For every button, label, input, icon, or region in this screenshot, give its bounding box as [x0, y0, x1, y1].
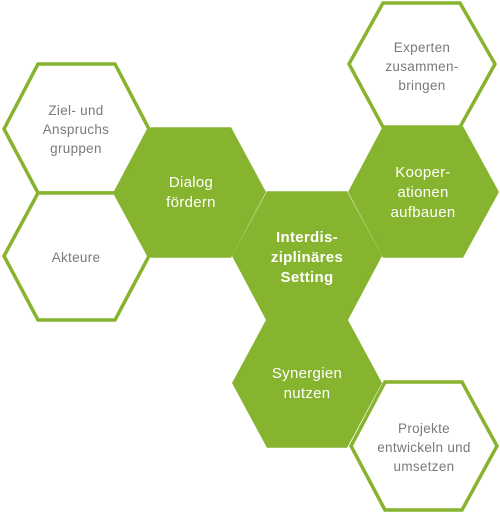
hex-kooperationen-label: Kooper- ationen aufbauen — [390, 164, 456, 221]
hex-synergien-label: Synergien nutzen — [271, 365, 343, 402]
hex-synergien-shape — [232, 318, 382, 448]
hex-akteure-shape — [2, 191, 151, 322]
hex-projekte-shape — [349, 380, 499, 512]
hex-akteure-label: Akteure — [51, 249, 101, 265]
hex-interdis-label: Interdis- ziplinäres Setting — [270, 229, 344, 286]
hex-experten-label: Experten zusammen- bringen — [385, 39, 459, 93]
hex-dialog-shape — [116, 127, 266, 258]
hex-dialog-label: Dialog fördern — [166, 174, 216, 211]
hex-ziel-label: Ziel- und Anspruchs gruppen — [42, 102, 110, 156]
hex-kooperationen-shape — [348, 126, 499, 258]
hex-projekte-label: Projekte entwickeln und umsetzen — [377, 420, 471, 474]
